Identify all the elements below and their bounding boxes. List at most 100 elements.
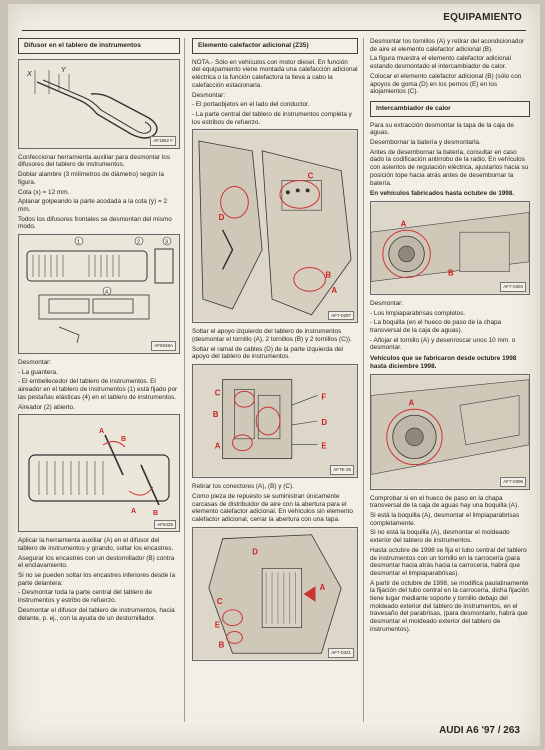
page-header: EQUIPAMIENTO (22, 12, 526, 31)
paragraph: Antes de desembornar la batería, consult… (370, 148, 529, 187)
paragraph: Desmontar: (18, 359, 52, 367)
paragraph: - La parte central del tablero de instru… (192, 110, 352, 126)
column-2: Elemento calefactor adicional (Z35) NOTA… (192, 38, 358, 728)
label-a: A (319, 583, 325, 592)
label-a: A (99, 428, 104, 435)
subheading: En vehículos fabricados hasta octubre de… (370, 190, 515, 198)
section-heading-heater: Elemento calefactor adicional (Z35) (192, 38, 358, 54)
column-3: Desmontar los tornillos (A) y retirar de… (370, 38, 530, 728)
label-f: F (321, 392, 326, 401)
label-e: E (215, 620, 220, 629)
label-b: B (153, 510, 158, 517)
paragraph: Aireador (2) abierto. (18, 403, 75, 411)
label-d: D (321, 418, 327, 427)
label-a: A (131, 508, 136, 515)
note-paragraph: NOTA.- Sólo en vehículos con motor diese… (192, 58, 358, 89)
paragraph: - El embellecedor del tablero de instrum… (18, 378, 178, 401)
label-a: A (401, 219, 407, 228)
column-1: Difusor en el tablero de instrumentos X … (18, 38, 180, 728)
paragraph: - Desmontar toda la parte central del ta… (18, 589, 152, 605)
column-divider (363, 38, 364, 722)
paragraph: La figura muestra el elemento calefactor… (370, 55, 512, 71)
subheading: Vehículos que se fabricaron desde octubr… (370, 355, 517, 370)
connectors-drawing: C B A F D E (193, 365, 357, 477)
figure-nozzle: A AF7-0306 (370, 373, 530, 490)
label-b: B (325, 271, 331, 280)
paragraph: Soltar el ramal de cables (D) de la part… (192, 345, 343, 361)
figure-wire-tool: X Y AF1852 F (18, 58, 180, 149)
paragraph: Desmontar el difusor del tablero de inst… (18, 606, 175, 622)
paragraph: Colocar el elemento calefactor adicional… (370, 72, 522, 96)
figure-code: AF7-0321 (328, 647, 354, 658)
wiper-screw-drawing: A B (371, 202, 529, 294)
callout-4: 4 (105, 289, 108, 295)
label-a: A (215, 442, 221, 451)
label-c: C (217, 597, 223, 606)
paragraph: Cota (x) = 12 mm. (18, 188, 70, 196)
dashboard-support-drawing: D C B A (193, 131, 357, 322)
figure-code: AF7E-25 (330, 465, 354, 476)
paragraph: Aplanar golpeando la parte acodada a la … (18, 198, 168, 213)
label-c: C (308, 172, 314, 181)
paragraph: Si no está la boquilla (A), desmontar el… (370, 529, 510, 545)
figure-code: AF1852 F (150, 136, 176, 146)
paragraph: - La guantera. (18, 368, 58, 376)
figure-code: AF7-0306 (500, 476, 526, 487)
paragraph: Asegurar los encastres con un destornill… (18, 554, 175, 570)
label-c: C (215, 388, 221, 397)
paragraph: - El portaobjetos en el lado del conduct… (192, 101, 310, 109)
label-a: A (331, 287, 337, 296)
label-x: X (26, 71, 32, 78)
paragraph: Para su extracción desmontar la tapa de … (370, 121, 514, 137)
label-e: E (321, 442, 326, 451)
label-d: D (219, 213, 225, 222)
figure-code: AF5048A (151, 341, 176, 352)
nozzle-drawing: A (371, 375, 529, 488)
paragraph: Como pieza de repuesto se suministran ún… (192, 492, 353, 523)
wire-tool-drawing: X Y (26, 67, 158, 139)
paragraph: Desembornar la batería y desmontarla. (370, 139, 481, 147)
callout-2: 2 (137, 239, 140, 245)
paragraph: Desmontar los tornillos (A) y retirar de… (370, 38, 525, 53)
figure-wiper-screw: A B AF7-0304 (370, 200, 530, 295)
paragraph: Soltar el apoyo izquierdo del tablero de… (192, 328, 352, 344)
figure-heater-element: D C E B A AF7-0321 (192, 526, 358, 661)
manual-page: EQUIPAMIENTO Difusor en el tablero de in… (8, 4, 540, 746)
paragraph: A partir de octubre de 1998, se modifica… (370, 579, 529, 633)
paragraph: Si está la boquilla (A), desmontar el li… (370, 511, 520, 527)
label-b: B (121, 436, 126, 443)
callout-1: 1 (77, 239, 80, 245)
callout-3: 3 (165, 239, 168, 245)
section-heading-heat-exchanger: Intercambiador de calor (370, 100, 530, 117)
figure-dashboard-support: D C B A AF7-0297 (192, 129, 358, 324)
vent-removal-drawing: A B A B (28, 428, 170, 517)
paragraph: Retirar los conectores (A), (B) y (C). (192, 483, 294, 491)
figure-code: AF7-0304 (500, 282, 526, 292)
paragraph: - Los limpiaparabrisas completos. (370, 309, 466, 317)
heater-element-drawing: D C E B A (193, 528, 357, 659)
paragraph: - Aflojar el tornillo (A) y desenroscar … (370, 336, 516, 352)
figure-vent-removal: A B A B AF5425 (18, 414, 180, 533)
figure-dashboard-vents: 1 2 3 4 AF5048A (18, 234, 180, 355)
figure-connectors: C B A F D E AF7E-25 (192, 364, 358, 479)
figure-code: AF5425 (154, 519, 176, 530)
paragraph: Doblar alambre (3 milímetros de diámetro… (18, 171, 164, 186)
paragraph: Comprobar si en el hueco de paso en la c… (370, 494, 519, 510)
section-heading-diffuser: Difusor en el tablero de instrumentos (18, 38, 180, 54)
label-b: B (219, 640, 225, 649)
section-title: EQUIPAMIENTO (443, 12, 522, 23)
paragraph: Aplicar la herramienta auxiliar (A) en e… (18, 537, 174, 552)
label-y: Y (61, 67, 67, 74)
dashboard-vents-drawing: 1 2 3 4 (26, 236, 174, 344)
paragraph: - La boquilla (en el hueco de paso de la… (370, 319, 502, 335)
page-footer: AUDI A6 '97 / 263 (439, 725, 520, 736)
paragraph: Confeccionar herramienta auxiliar para d… (18, 153, 171, 169)
label-a: A (409, 398, 415, 407)
column-divider (184, 38, 185, 722)
label-b: B (448, 269, 454, 278)
paragraph: Desmontar: (370, 299, 404, 307)
paragraph: Si no se pueden soltar los encastres inf… (18, 572, 176, 587)
label-b: B (213, 410, 219, 419)
figure-code: AF7-0297 (328, 310, 354, 321)
paragraph: Todos los difusores frontales se desmont… (18, 215, 172, 231)
